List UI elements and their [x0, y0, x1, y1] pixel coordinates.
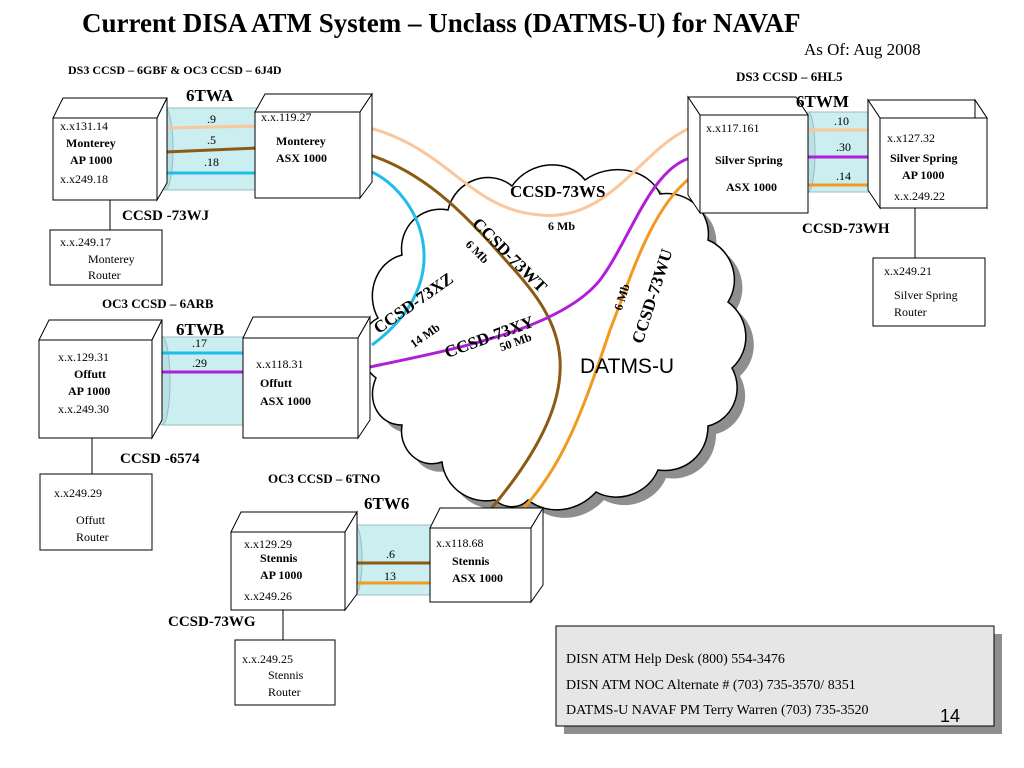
offutt-ap-ip2: x.x.249.30 — [58, 402, 109, 416]
monterey-ap-name2: AP 1000 — [70, 153, 113, 167]
circuit-lines — [162, 124, 870, 585]
contact-noc-alternate: DISN ATM NOC Alternate # (703) 735-3570/… — [566, 678, 856, 693]
stennis-asx-name2: ASX 1000 — [452, 571, 504, 585]
box-offutt-router — [39, 473, 153, 551]
silver-link-label-2: .30 — [836, 140, 851, 154]
box-stennis-router — [234, 639, 336, 706]
monterey-asx-name1: Monterey — [276, 134, 326, 148]
stennis-router-name1: Stennis — [268, 668, 304, 682]
monterey-ap-ip2: x.x249.18 — [60, 172, 108, 186]
silver-ap-ip2: x.x.249.22 — [894, 189, 945, 203]
contact-help-desk: DISN ATM Help Desk (800) 554-3476 — [566, 652, 785, 667]
silver-link-label-1: .10 — [834, 114, 849, 128]
silver-ap-name2: AP 1000 — [902, 168, 945, 182]
contact-pm: DATMS-U NAVAF PM Terry Warren (703) 735-… — [566, 703, 869, 718]
box-stennis-ap — [230, 510, 358, 612]
link-monterey-5 — [164, 146, 260, 154]
monterey-router-ip: x.x.249.17 — [60, 235, 111, 249]
box-monterey-asx — [254, 92, 373, 200]
box-offutt-ap — [38, 319, 163, 440]
monterey-ap-ip1: x.x131.14 — [60, 119, 108, 133]
offutt-asx-name2: ASX 1000 — [260, 394, 312, 408]
datms-u-cloud — [360, 164, 754, 518]
monterey-header: DS3 CCSD – 6GBF & OC3 CCSD – 6J4D — [68, 63, 282, 77]
box-silver-router — [872, 257, 986, 327]
stennis-link-label-1: .6 — [386, 547, 395, 561]
stennis-asx-name1: Stennis — [452, 554, 490, 568]
stennis-ap-ip1: x.x129.29 — [244, 537, 292, 551]
monterey-link-label-1: .9 — [207, 112, 216, 126]
offutt-link-label-1: .17 — [192, 336, 207, 350]
stennis-asx-ip: x.x118.68 — [436, 536, 484, 550]
offutt-ap-name1: Offutt — [74, 367, 106, 381]
stennis-link-label-2: 13 — [384, 569, 396, 583]
page-number: 14 — [940, 706, 961, 726]
offutt-router-ip: x.x249.29 — [54, 486, 102, 500]
link-monterey-9 — [164, 124, 260, 130]
page-title: Current DISA ATM System – Unclass (DATMS… — [82, 8, 801, 38]
monterey-asx-name2: ASX 1000 — [276, 151, 328, 165]
cloud-body — [360, 164, 747, 511]
stennis-trunk: 6TW6 — [364, 494, 410, 513]
circuit-73xy — [369, 156, 691, 369]
silver-ap-ip1: x.x127.32 — [887, 131, 935, 145]
box-offutt-asx — [242, 315, 371, 440]
stennis-header: OC3 CCSD – 6TNO — [268, 471, 381, 486]
silver-header: DS3 CCSD – 6HL5 — [736, 69, 843, 84]
offutt-router-name2: Router — [76, 530, 109, 544]
circuit-73ws-rate: 6 Mb — [548, 219, 575, 233]
offutt-asx-ip: x.x118.31 — [256, 357, 304, 371]
tube-silver-spring — [800, 111, 871, 193]
as-of-date: As Of: Aug 2008 — [804, 40, 921, 59]
offutt-link-label-2: .29 — [192, 356, 207, 370]
circuit-73ws-label: CCSD-73WS — [510, 182, 606, 201]
silver-router-name1: Silver Spring — [894, 288, 958, 302]
circuit-73wt — [369, 153, 562, 511]
silver-router-ip: x.x249.21 — [884, 264, 932, 278]
circuit-73ws — [369, 126, 691, 217]
silver-link-label-3: .14 — [836, 169, 851, 183]
offutt-ap-ip1: x.x.129.31 — [58, 350, 109, 364]
monterey-ccsd: CCSD -73WJ — [122, 208, 210, 224]
silver-ccsd: CCSD-73WH — [802, 221, 890, 237]
monterey-link-label-3: .18 — [204, 155, 219, 169]
silver-ap-name1: Silver Spring — [890, 151, 958, 165]
circuit-73xz — [371, 170, 426, 347]
box-silver-ap — [867, 98, 988, 210]
monterey-router-name1: Monterey — [88, 252, 135, 266]
offutt-ap-name2: AP 1000 — [68, 384, 111, 398]
offutt-trunk: 6TWB — [176, 320, 225, 339]
cloud-label: DATMS-U — [580, 355, 675, 378]
offutt-router-name1: Offutt — [76, 513, 106, 527]
silver-asx-name2: ASX 1000 — [726, 180, 778, 194]
silver-router-name2: Router — [894, 305, 927, 319]
stennis-ap-name1: Stennis — [260, 551, 298, 565]
box-stennis-asx — [429, 506, 544, 604]
stennis-ccsd: CCSD-73WG — [168, 614, 256, 630]
stennis-ap-name2: AP 1000 — [260, 568, 303, 582]
box-silver-asx — [687, 95, 809, 215]
offutt-header: OC3 CCSD – 6ARB — [102, 296, 214, 311]
contact-panel — [555, 625, 1002, 734]
silver-asx-ip: x.x117.161 — [706, 121, 760, 135]
monterey-asx-ip: x.x.119.27 — [261, 110, 312, 124]
monterey-link-label-2: .5 — [207, 133, 216, 147]
box-monterey-router — [49, 229, 163, 286]
stennis-ap-ip2: x.x249.26 — [244, 589, 292, 603]
box-monterey-ap — [52, 97, 168, 202]
silver-asx-name1: Silver Spring — [715, 153, 783, 167]
monterey-ap-name1: Monterey — [66, 136, 116, 150]
stennis-router-ip: x.x.249.25 — [242, 652, 293, 666]
monterey-trunk: 6TWA — [186, 86, 234, 105]
offutt-asx-name1: Offutt — [260, 376, 292, 390]
stennis-router-name2: Router — [268, 685, 301, 699]
monterey-router-name2: Router — [88, 268, 121, 282]
silver-trunk: 6TWM — [796, 92, 849, 111]
circuit-73wu — [518, 176, 691, 514]
offutt-ccsd: CCSD -6574 — [120, 451, 200, 467]
